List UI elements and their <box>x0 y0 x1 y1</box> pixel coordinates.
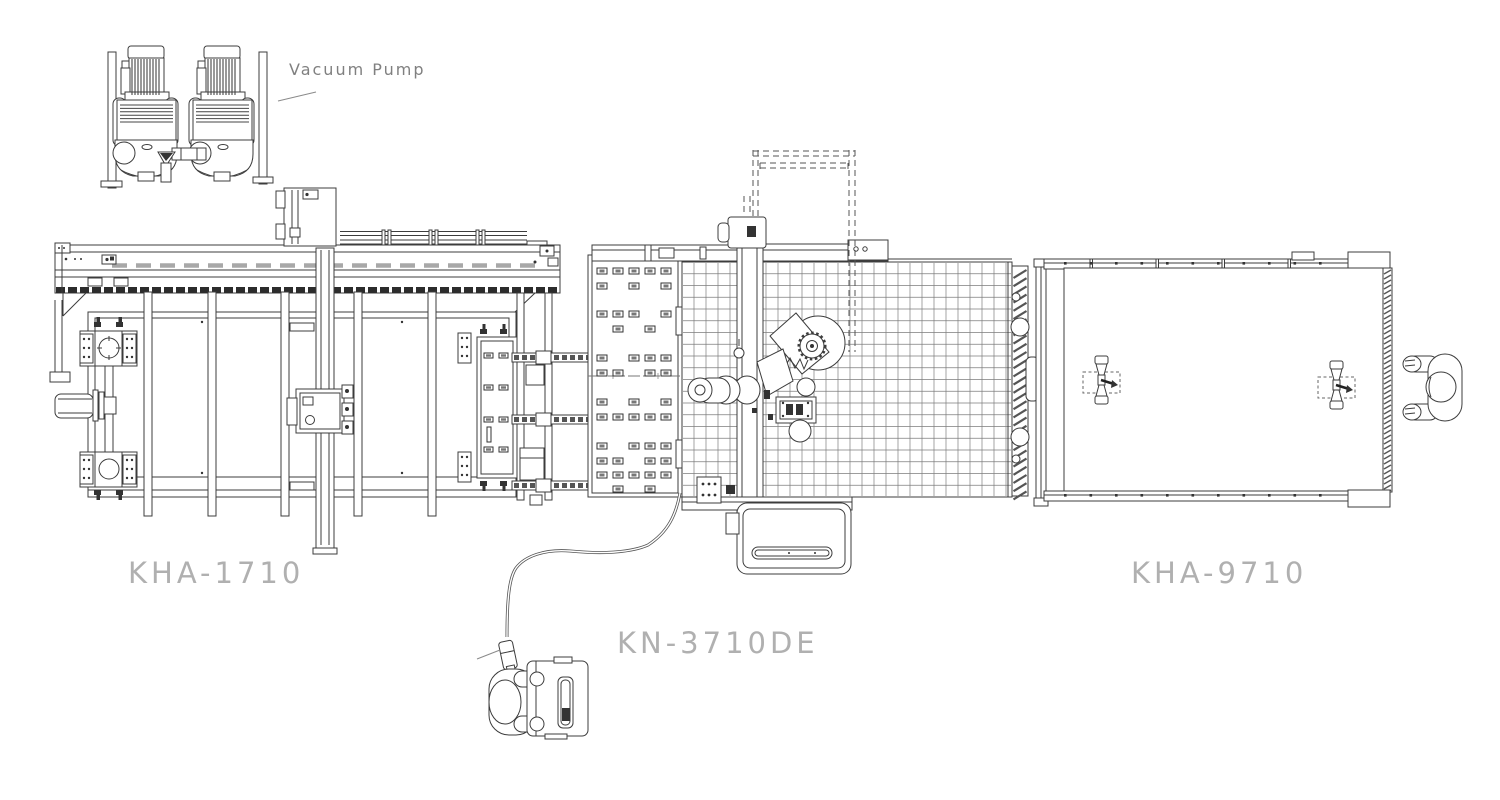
transfer-rails <box>511 350 591 493</box>
edge-hatch-left <box>1010 265 1040 501</box>
bottom-bracket <box>681 476 853 575</box>
kha-9710-machine <box>1010 251 1463 508</box>
operator-hand <box>1402 355 1422 373</box>
vacuum-pump-assembly <box>100 45 274 189</box>
kn-3710de-machine <box>476 150 1013 740</box>
table-frame <box>1033 251 1393 508</box>
main-beam <box>54 242 561 317</box>
pod-table <box>587 254 685 498</box>
operator-hand <box>529 671 545 687</box>
saw-head <box>687 312 846 443</box>
operator-head <box>488 679 522 725</box>
kha-1710-label: KHA-1710 <box>128 556 305 590</box>
suction-clamp-right <box>1317 360 1356 410</box>
kn-3710de-label: KN-3710DE <box>617 626 819 660</box>
operator-figure-center <box>488 668 543 736</box>
operator-hand <box>1402 403 1422 421</box>
right-end-assembly <box>457 292 553 506</box>
kha-1710-machine <box>49 187 591 555</box>
suction-clamp-left <box>1082 355 1121 405</box>
slats <box>143 291 437 517</box>
left-drive-assembly <box>49 300 138 500</box>
vacuum-pump-label: Vacuum Pump <box>289 60 426 79</box>
gantry-rail <box>275 187 354 555</box>
pendant-cable <box>476 492 682 675</box>
operator-hand <box>529 716 545 732</box>
operator-figure-right <box>1402 353 1463 422</box>
operator-head <box>1425 371 1457 403</box>
vacuum-pump-leader-line <box>277 91 317 102</box>
kha-9710-label: KHA-9710 <box>1131 556 1308 590</box>
